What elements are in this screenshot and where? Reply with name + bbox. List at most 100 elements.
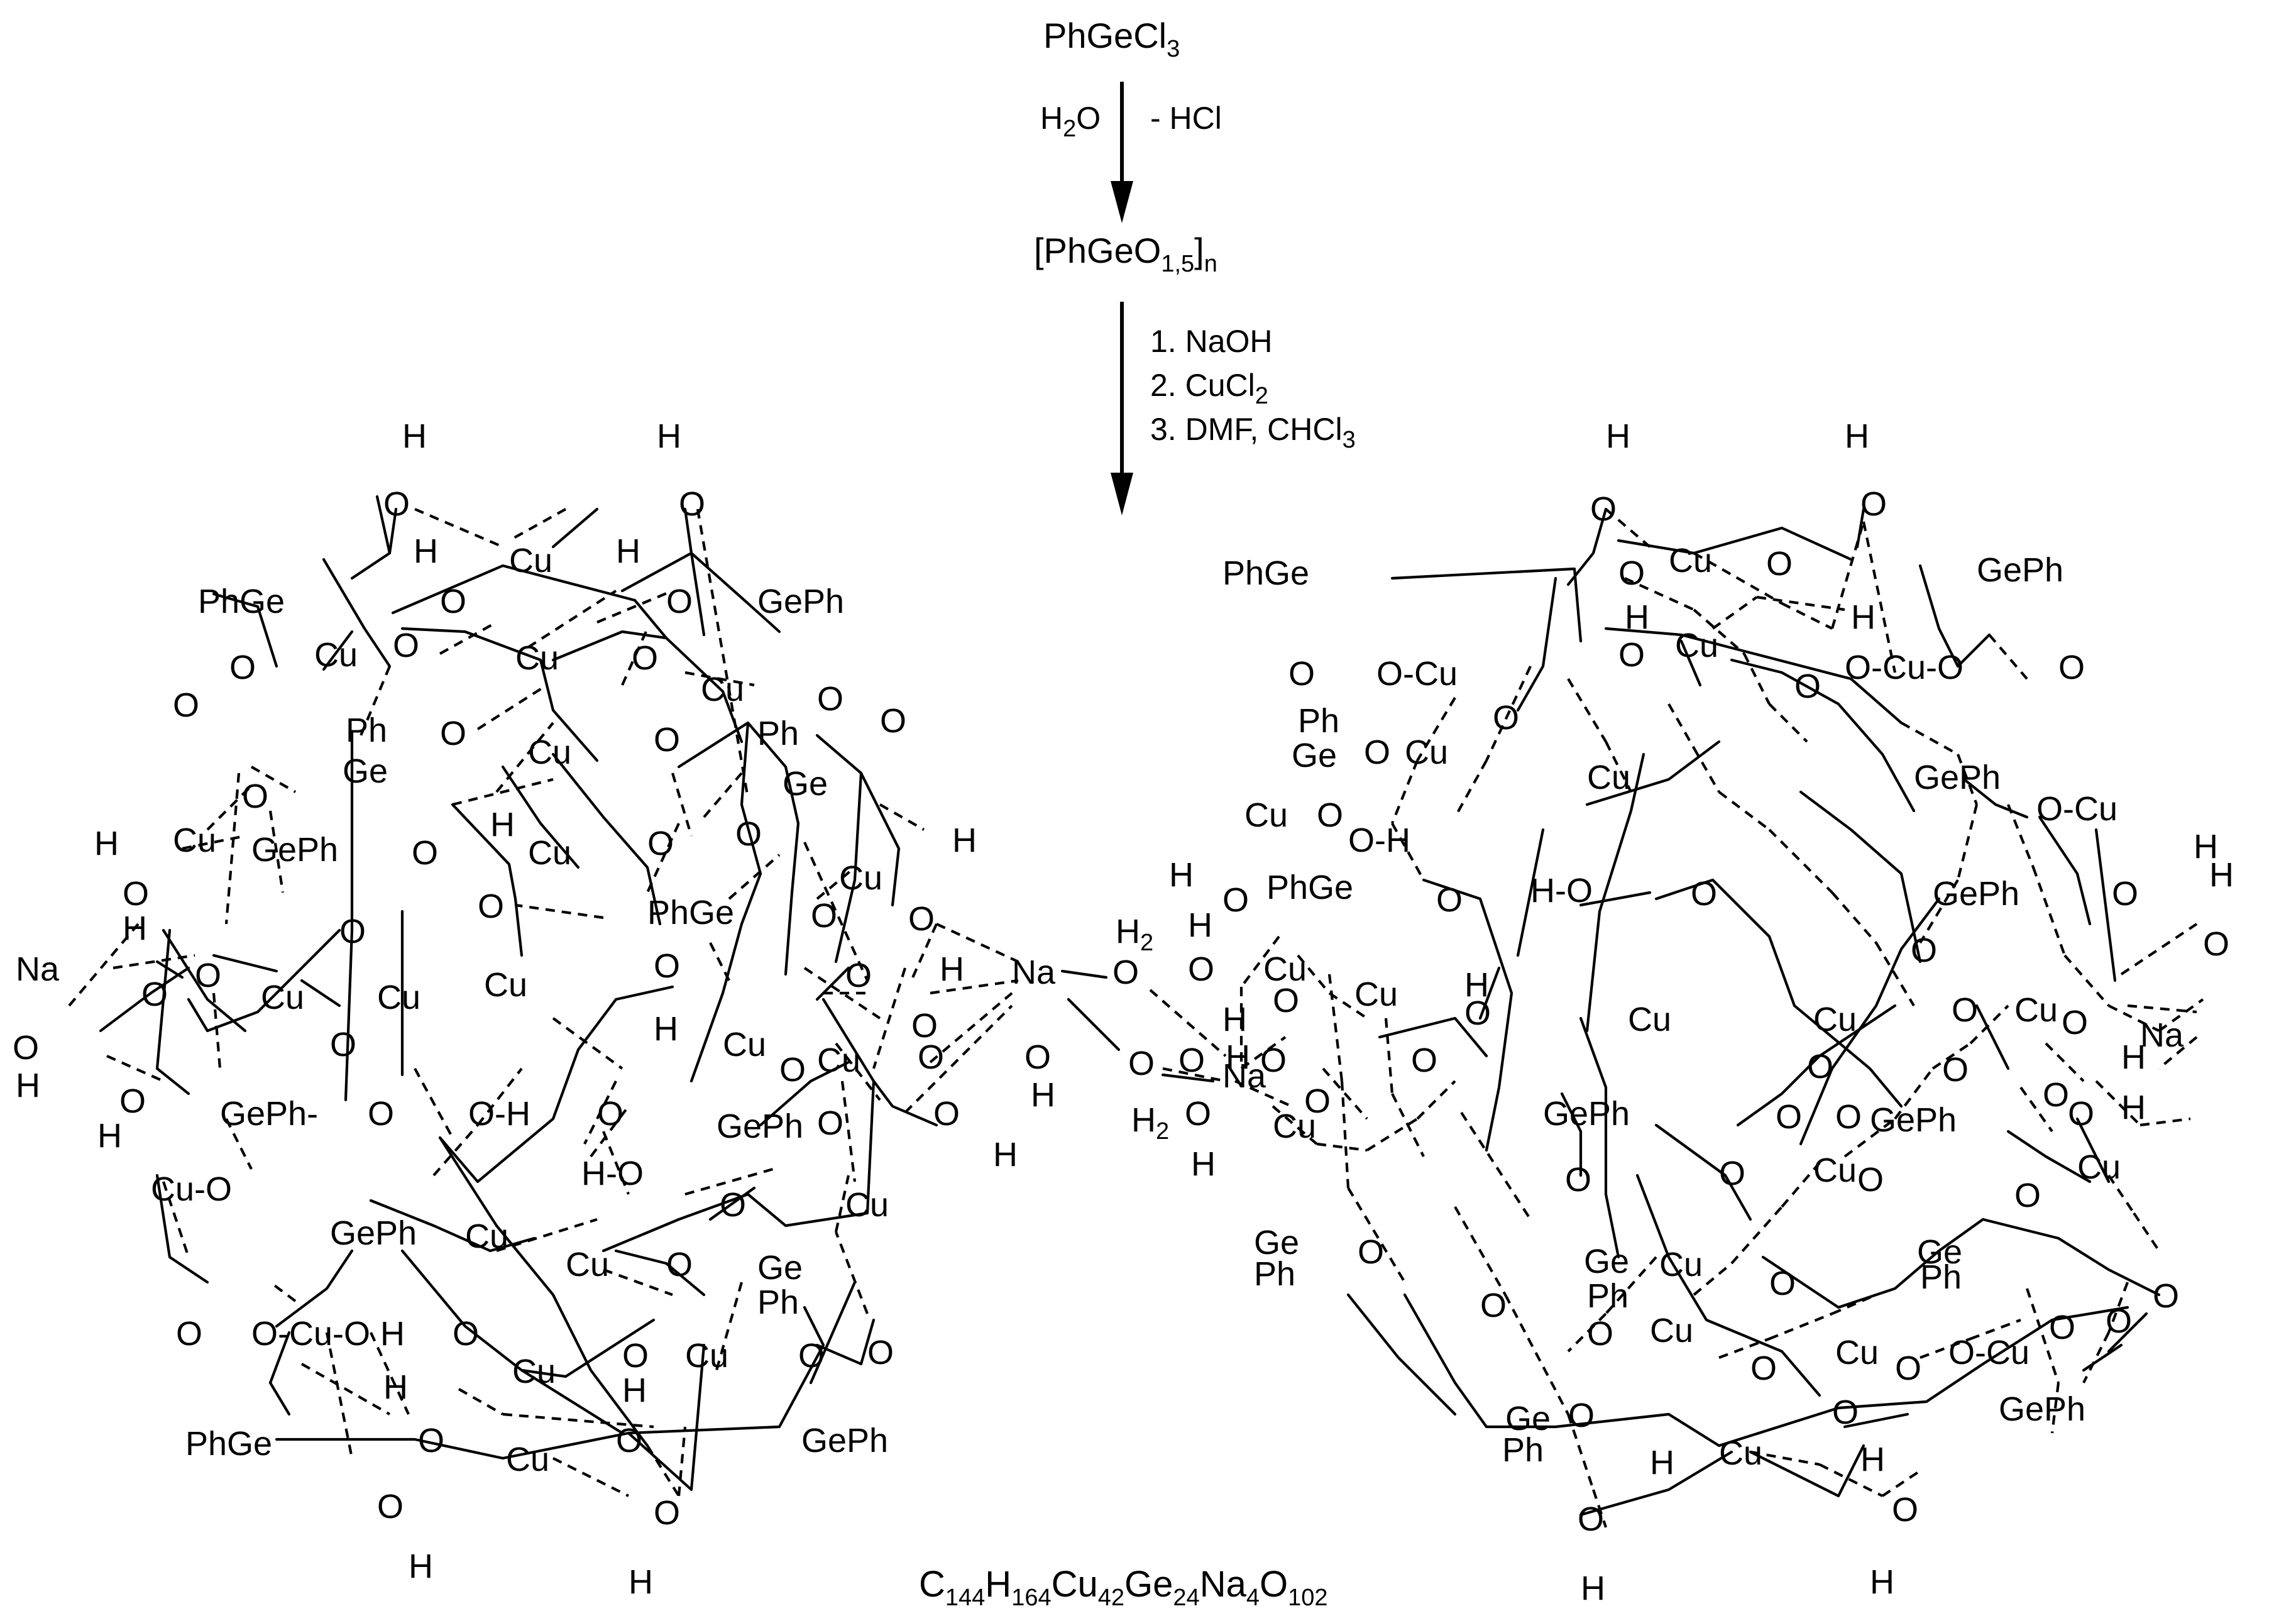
left-na: Na (16, 950, 60, 988)
right-cu: Cu (1273, 1108, 1316, 1145)
right-o: O (1618, 554, 1645, 592)
left-o: O (412, 834, 438, 872)
right-ph: Ph (1298, 702, 1339, 740)
left-o: O (440, 715, 466, 752)
left-cu: Cu (173, 822, 216, 859)
right-o: O (1480, 1287, 1507, 1324)
left-geph: GePh (717, 1108, 803, 1145)
right-h: H (1860, 1441, 1885, 1478)
left-cu: Cu (701, 671, 744, 708)
right-h: H (1845, 417, 1869, 455)
right-h: H (1851, 598, 1876, 636)
left-o: O (918, 1038, 944, 1076)
right-h: H (1464, 966, 1489, 1004)
right-o: O (1750, 1349, 1777, 1387)
condition-3: 3. DMF, CHCl3 (1150, 412, 1356, 453)
right-ge: Ge (1254, 1224, 1299, 1261)
right-o: O (1317, 796, 1343, 834)
left-h: H (629, 1563, 653, 1601)
left-na: Na (1012, 954, 1056, 991)
left-h: H (657, 417, 681, 455)
right-cage: H H O O Cu O O GePh PhGe H H O Cu O O O-… (1169, 417, 2234, 1607)
left-phge: PhGe (198, 583, 285, 620)
left-o: O (229, 649, 256, 686)
right-o: O (2058, 649, 2085, 686)
condition-2: 2. CuCl2 (1150, 368, 1268, 409)
right-o: O (2049, 1309, 2075, 1346)
left-h: H (616, 532, 640, 570)
left-h: H (622, 1371, 647, 1409)
right-ph: Ph (1920, 1258, 1962, 1296)
right-h: H (1226, 1038, 1250, 1076)
right-o-h: O-H (1348, 822, 1410, 859)
right-o: O (1185, 1095, 1211, 1133)
left-h: H (97, 1117, 122, 1155)
left-o: O (867, 1334, 894, 1371)
left-o: O (666, 1246, 693, 1283)
right-o: O (2068, 1095, 2094, 1133)
left-cu: Cu (512, 1353, 556, 1390)
left-cage: H H O O Cu H H PhGe O O GePh Cu O Cu O O… (13, 417, 1056, 1601)
right-cu: Cu (1669, 542, 1712, 580)
bridge: H2 O O H2 Na (1060, 913, 1266, 1145)
right-h: H (1169, 856, 1194, 894)
right-o: O (1860, 485, 1887, 523)
left-ge: Ge (343, 752, 388, 790)
right-o: O (1358, 1233, 1384, 1271)
right-cu: Cu (1813, 1001, 1857, 1038)
left-geph: GePh (801, 1422, 888, 1459)
right-o: O (2062, 1004, 2088, 1042)
left-cu: Cu (506, 1441, 549, 1478)
left-o: O (123, 875, 149, 913)
left-h: H (952, 822, 977, 859)
left-h: H (940, 950, 964, 988)
left-cu: Cu (515, 639, 559, 677)
left-cu: Cu (314, 636, 358, 674)
right-o: O (1273, 982, 1299, 1020)
left-cu: Cu (723, 1026, 766, 1064)
right-h: H (2194, 828, 2218, 866)
left-o: O (119, 1082, 146, 1120)
left-cu: Cu (845, 1186, 889, 1224)
arrow-1-head (1111, 181, 1133, 223)
left-o: O (1024, 1038, 1051, 1076)
right-o: O (1304, 1082, 1331, 1120)
right-cu: Cu (1813, 1152, 1857, 1189)
right-cu: Cu (2077, 1148, 2121, 1186)
left-o: O (817, 680, 843, 718)
right-o: O (1911, 932, 1937, 969)
left-h: H (402, 417, 427, 455)
right-h: H (1222, 1001, 1247, 1038)
right-o: O (1565, 1161, 1591, 1199)
left-o: O (817, 1104, 843, 1142)
right-cu: Cu (1263, 950, 1307, 988)
left-o: O (195, 957, 221, 994)
left-cu: Cu (817, 1042, 860, 1079)
right-o: O (2043, 1076, 2069, 1114)
right-h-o: H-O (1530, 872, 1593, 910)
right-o: O (1857, 1161, 1884, 1199)
left-o: O (911, 1007, 938, 1045)
left-ph: Ph (346, 712, 387, 749)
left-cu: Cu (509, 542, 552, 580)
bridge-water-bottom: H2 (1131, 1101, 1169, 1145)
reaction-header: PhGeCl3 H2O - HCl [PhGeO1,5]n 1. NaOH 2.… (1034, 16, 1356, 515)
right-phge: PhGe (1222, 554, 1309, 592)
right-h: H (2121, 1089, 2146, 1126)
left-ge: Ge (783, 765, 828, 803)
left-o: O (377, 1488, 404, 1525)
right-o: O (1719, 1155, 1745, 1192)
right-o: O (1776, 1098, 1802, 1136)
left-ge: Ge (757, 1249, 803, 1287)
left-o: O (339, 913, 366, 950)
left-o: O (418, 1422, 444, 1459)
step1-reagent: H2O (1040, 101, 1101, 142)
starting-material: PhGeCl3 (1043, 16, 1180, 62)
right-o-cu: O-Cu (2036, 790, 2117, 828)
left-cu: Cu (261, 979, 304, 1016)
left-o: O (735, 815, 762, 853)
left-h: H (654, 1010, 678, 1048)
right-geph: GePh (1999, 1390, 2085, 1428)
right-o: O (2112, 875, 2138, 913)
right-cage-atoms: H H O O Cu O O GePh PhGe H H O Cu O O O-… (1169, 417, 2234, 1607)
